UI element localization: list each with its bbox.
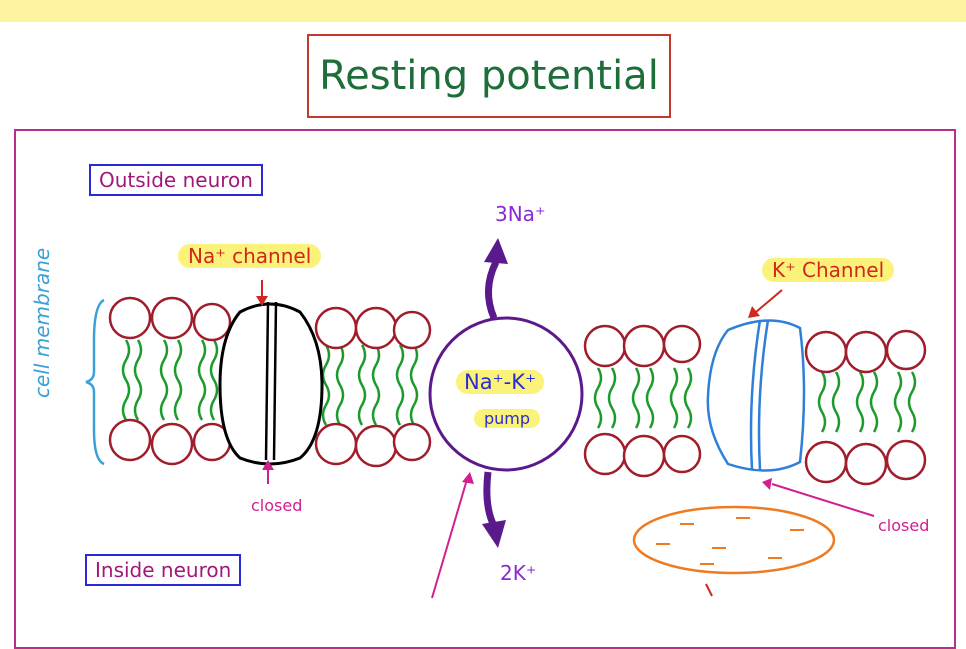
pump-label-line1: Na⁺-K⁺ bbox=[456, 370, 545, 394]
pump-label-line2: pump bbox=[474, 409, 541, 428]
outside-neuron-label: Outside neuron bbox=[89, 164, 263, 196]
lipid-tails bbox=[121, 339, 917, 433]
na-out-label: 3Na⁺ bbox=[495, 202, 546, 226]
na-channel-pointer-head bbox=[256, 296, 268, 306]
membrane-diagram bbox=[85, 238, 927, 599]
k-closed-label: closed bbox=[878, 516, 930, 535]
na-closed-label: closed bbox=[251, 496, 303, 515]
k-closed-pointer bbox=[771, 483, 875, 517]
k-channel-pointer-head bbox=[748, 306, 760, 318]
k-channel bbox=[706, 319, 806, 472]
k-in-arrowhead bbox=[482, 520, 506, 548]
top-banner bbox=[0, 0, 966, 22]
inside-neuron-label: Inside neuron bbox=[85, 554, 242, 586]
k-channel-label: K⁺ Channel bbox=[762, 258, 895, 282]
negative-charge-marks bbox=[656, 517, 804, 565]
k-channel-gate bbox=[749, 319, 770, 471]
k-channel-pointer bbox=[755, 289, 783, 313]
membrane-bracket bbox=[85, 298, 105, 466]
na-closed-pointer-head bbox=[262, 460, 274, 470]
k-closed-pointer-head bbox=[762, 478, 772, 490]
region-pointer bbox=[705, 583, 713, 597]
pump-pointer bbox=[431, 475, 469, 599]
na-out-arrow bbox=[485, 260, 500, 320]
title-box: Resting potential bbox=[307, 34, 671, 118]
page-title: Resting potential bbox=[319, 53, 659, 99]
na-out-arrowhead bbox=[484, 238, 508, 264]
lipid-heads bbox=[108, 296, 927, 486]
k-in-label: 2K⁺ bbox=[500, 561, 537, 585]
na-channel bbox=[218, 302, 324, 466]
negative-charge-region bbox=[632, 505, 836, 575]
na-channel-gate bbox=[264, 301, 278, 461]
outside-neuron-text: Outside neuron bbox=[99, 168, 253, 192]
pump-pointer-head bbox=[462, 472, 474, 484]
na-channel-label: Na⁺ channel bbox=[178, 244, 322, 268]
inside-neuron-text: Inside neuron bbox=[95, 558, 232, 582]
na-k-pump bbox=[428, 316, 584, 472]
cell-membrane-label: cell membrane bbox=[30, 247, 54, 398]
k-in-arrow bbox=[483, 471, 498, 528]
